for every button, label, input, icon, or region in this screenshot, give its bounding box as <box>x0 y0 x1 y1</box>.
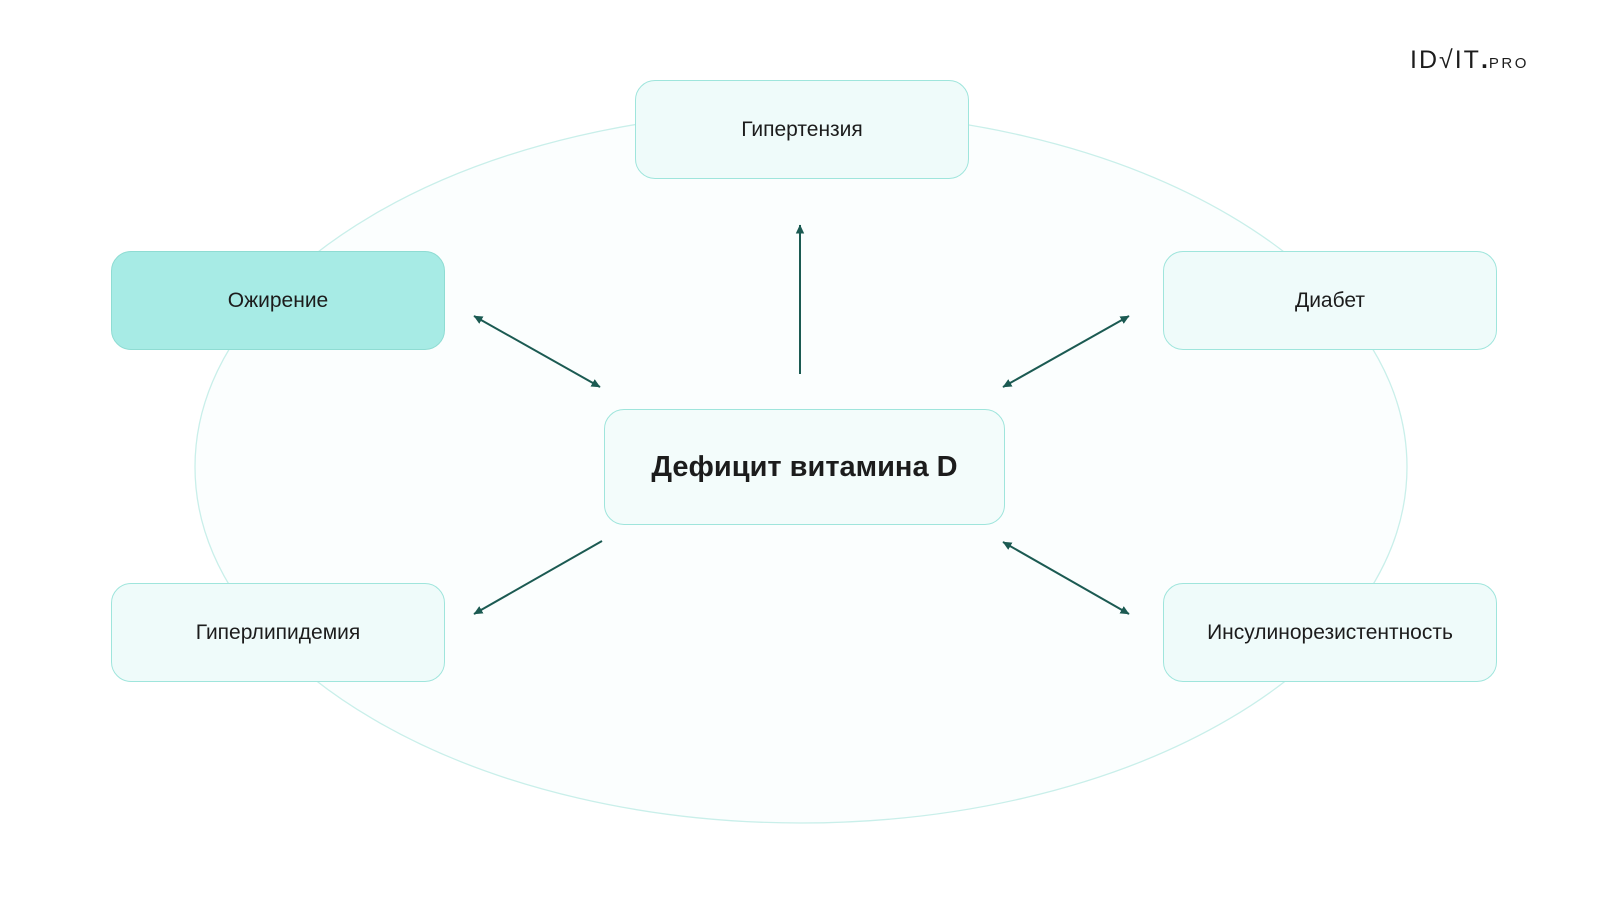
arrow-center-to-top-right <box>1002 315 1130 388</box>
node-obesity: Ожирение <box>111 251 445 350</box>
node-hypertension: Гипертензия <box>635 80 969 179</box>
logo-text-name: IT <box>1454 46 1481 74</box>
node-diabetes: Диабет <box>1163 251 1497 350</box>
arrow-center-to-bottom-left <box>473 540 603 615</box>
logo-dot: . <box>1480 46 1488 74</box>
logo-text-main: ID <box>1410 46 1439 74</box>
logo-suffix: PRO <box>1488 55 1529 72</box>
node-vitamin-d-deficiency: Дефицит витамина D <box>604 409 1005 525</box>
node-hyperlipidemia: Гиперлипидемия <box>111 583 445 682</box>
node-insulin-resistance: Инсулинорезистентность <box>1163 583 1497 682</box>
brand-logo: ID √ IT . PRO <box>1410 46 1529 76</box>
arrow-center-to-bottom-right <box>1002 541 1130 615</box>
logo-check-mark: √ <box>1439 46 1455 74</box>
arrow-center-to-top-left <box>473 315 601 388</box>
